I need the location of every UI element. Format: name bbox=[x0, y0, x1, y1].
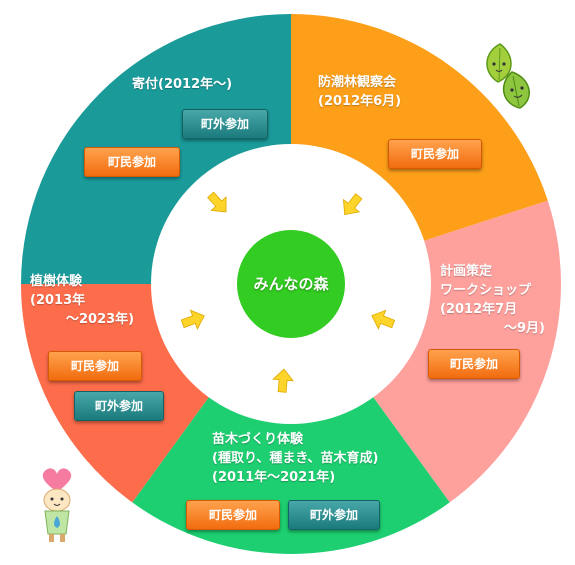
outside-participation-tag[interactable]: 町外参加 bbox=[182, 109, 268, 139]
outside-participation-tag[interactable]: 町外参加 bbox=[74, 391, 164, 421]
segment-title-line: 防潮林観察会 bbox=[318, 75, 397, 90]
resident-participation-tag[interactable]: 町民参加 bbox=[186, 500, 280, 530]
segment-title-keikaku: 計画策定ワークショップ (2012年7月〜9月) bbox=[440, 262, 545, 338]
resident-participation-tag[interactable]: 町民参加 bbox=[388, 139, 482, 169]
arrow-inward-icon bbox=[272, 368, 294, 393]
segment-title-line: 寄付(2012年〜) bbox=[132, 77, 233, 92]
segment-title-line: 〜9月) bbox=[504, 321, 545, 336]
center-label: みんなの森 bbox=[253, 275, 329, 293]
heart-drop-character-icon bbox=[42, 468, 72, 542]
segment-title-line: (2011年〜2021年) bbox=[212, 470, 336, 485]
segment-title-line: (2013年 bbox=[30, 293, 86, 308]
segment-title-line: (2012年7月 bbox=[440, 302, 518, 317]
segment-title-naegi: 苗木づくり体験 (種取り、種まき、苗木育成) (2011年〜2021年) bbox=[212, 430, 378, 487]
resident-participation-tag[interactable]: 町民参加 bbox=[84, 147, 180, 177]
segment-title-bouchorin: 防潮林観察会 (2012年6月) bbox=[318, 73, 401, 111]
resident-participation-tag[interactable]: 町民参加 bbox=[428, 349, 520, 379]
segment-title-line: 計画策定 bbox=[440, 264, 493, 279]
segment-title-kifu: 寄付(2012年〜) bbox=[132, 75, 232, 94]
center-circle bbox=[237, 230, 345, 338]
outside-participation-tag[interactable]: 町外参加 bbox=[288, 500, 380, 530]
arrow-inward-icon bbox=[371, 309, 396, 330]
segment-title-line: (種取り、種まき、苗木育成) bbox=[212, 451, 379, 466]
segment-title-line: 苗木づくり体験 bbox=[212, 432, 304, 447]
arrow-inward-icon bbox=[343, 193, 363, 215]
segment-title-shokuju: 植樹体験 (2013年〜2023年) bbox=[30, 272, 134, 329]
segment-title-line: 〜2023年) bbox=[66, 312, 135, 327]
segment-title-line: (2012年6月) bbox=[318, 94, 402, 109]
arrow-inward-icon bbox=[207, 191, 227, 213]
leaf-characters-icon bbox=[486, 43, 530, 109]
segment-title-line: ワークショップ bbox=[440, 283, 532, 298]
arrow-inward-icon bbox=[180, 309, 205, 331]
resident-participation-tag[interactable]: 町民参加 bbox=[48, 351, 142, 381]
segment-title-line: 植樹体験 bbox=[30, 274, 83, 289]
